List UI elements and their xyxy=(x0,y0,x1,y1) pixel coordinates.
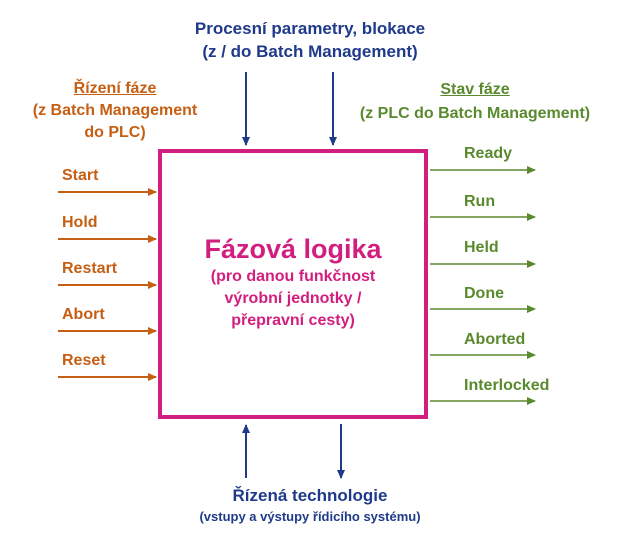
output-label-done: Done xyxy=(464,285,504,302)
right-header-title: Stav fáze xyxy=(440,81,510,98)
right-header: Stav fáze (z PLC do Batch Management) xyxy=(345,78,605,126)
bottom-header: Řízená technologie (vstupy a výstupy říd… xyxy=(110,484,510,527)
output-label-run: Run xyxy=(464,193,496,210)
phase-logic-box xyxy=(158,149,428,419)
phase-logic-text: Fázová logika (pro danou funkčnost výrob… xyxy=(162,232,424,332)
input-label-hold: Hold xyxy=(62,214,98,231)
bottom-header-title: Řízená technologie xyxy=(232,486,388,505)
top-header-line1: Procesní parametry, blokace xyxy=(194,19,426,38)
phase-logic-line2: výrobní jednotky / xyxy=(224,290,362,307)
right-header-sub: (z PLC do Batch Management) xyxy=(359,105,591,122)
phase-logic-line1: (pro danou funkčnost xyxy=(210,268,376,285)
output-label-held: Held xyxy=(464,239,499,256)
input-label-reset: Reset xyxy=(62,352,106,369)
input-label-restart: Restart xyxy=(62,260,118,277)
phase-logic-title: Fázová logika xyxy=(204,234,382,264)
output-label-aborted: Aborted xyxy=(464,331,526,348)
bottom-header-sub: (vstupy a výstupy řídicího systému) xyxy=(199,509,421,524)
top-header: Procesní parametry, blokace (z / do Batc… xyxy=(150,17,470,63)
left-header-title: Řízení fáze xyxy=(73,80,157,97)
input-label-abort: Abort xyxy=(62,306,105,323)
left-header-sub1: (z Batch Management xyxy=(32,102,198,119)
left-header-sub2: do PLC) xyxy=(84,124,146,141)
output-label-ready: Ready xyxy=(464,145,513,162)
phase-logic-line3: přepravní cesty) xyxy=(231,312,355,329)
input-label-start: Start xyxy=(62,167,99,184)
top-header-line2: (z / do Batch Management) xyxy=(202,42,418,61)
output-label-interlocked: Interlocked xyxy=(464,377,550,394)
left-header: Řízení fáze (z Batch Management do PLC) xyxy=(15,78,215,144)
